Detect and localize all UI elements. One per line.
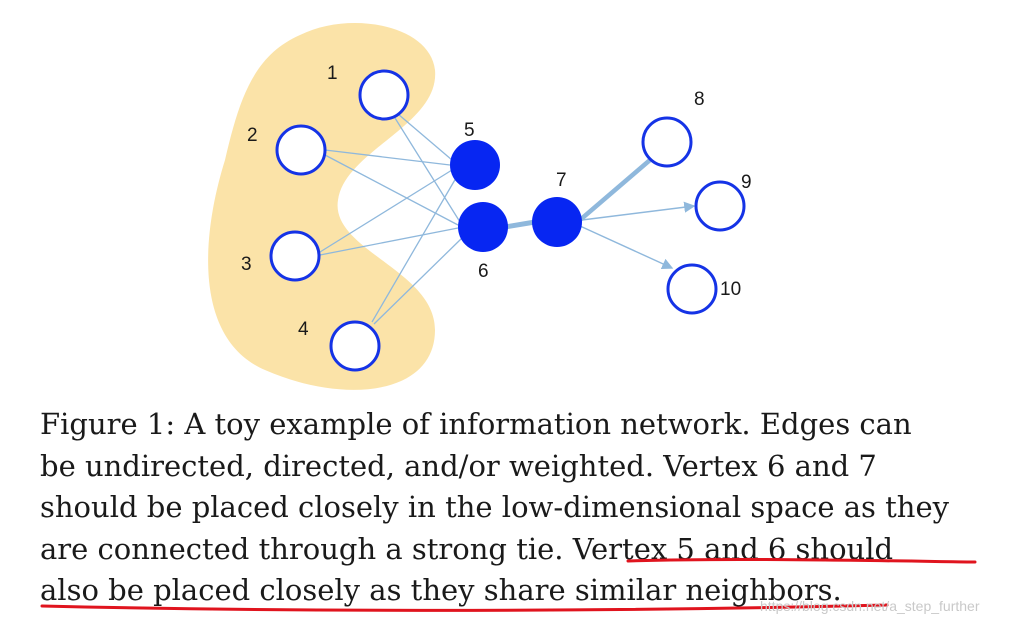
caption-line-2: be undirected, directed, and/or weighted…	[40, 448, 877, 483]
caption-line-4: are connected through a strong tie. Vert…	[40, 529, 985, 571]
caption-line-3: should be placed closely in the low-dime…	[40, 490, 950, 524]
label-node-7: 7	[556, 170, 567, 191]
caption-line-5-highlight: also be placed closely as they share sim…	[40, 573, 842, 607]
label-node-10: 10	[720, 279, 741, 300]
node-6	[458, 202, 508, 252]
edge-3-5	[319, 169, 453, 253]
edge-group-left	[319, 113, 463, 325]
label-node-8: 8	[694, 89, 705, 110]
node-3	[269, 230, 321, 282]
network-figure: 1 2 3 4 5 6 7 8 9 10	[208, 22, 752, 390]
node-2	[275, 124, 327, 176]
edge-1-5	[397, 113, 453, 161]
edge-1-6	[394, 117, 461, 223]
edge-3-6	[319, 227, 459, 256]
edge-7-9	[581, 201, 696, 221]
edge-2-5	[324, 149, 451, 166]
caption-highlight-start: Vertex 5 and 6 should	[572, 531, 894, 566]
label-node-9: 9	[741, 172, 752, 193]
edge-4-5	[371, 177, 457, 323]
caption-line-1: Figure 1: A toy example of information n…	[40, 407, 912, 441]
edge-7-10	[579, 225, 674, 270]
caption-line-4-plain: are connected through a strong tie.	[40, 531, 564, 566]
edge-6-7	[504, 219, 536, 230]
label-node-4: 4	[298, 319, 309, 340]
node-7	[532, 197, 582, 247]
node-8	[641, 116, 693, 168]
label-node-5: 5	[464, 120, 475, 141]
label-node-1: 1	[327, 63, 338, 84]
edge-7-8	[578, 158, 652, 222]
watermark-text: https://blog.csdn.net/a_step_further	[760, 598, 980, 614]
figure-caption: Figure 1: A toy example of information n…	[40, 404, 985, 612]
node-1	[358, 69, 410, 121]
label-node-3: 3	[241, 254, 252, 275]
node-9	[694, 180, 746, 232]
label-node-2: 2	[247, 125, 258, 146]
node-5	[450, 140, 500, 190]
edge-2-6	[324, 154, 459, 226]
node-4	[329, 320, 381, 372]
label-node-6: 6	[478, 261, 489, 282]
node-10	[666, 263, 718, 315]
edge-4-6	[373, 237, 463, 325]
